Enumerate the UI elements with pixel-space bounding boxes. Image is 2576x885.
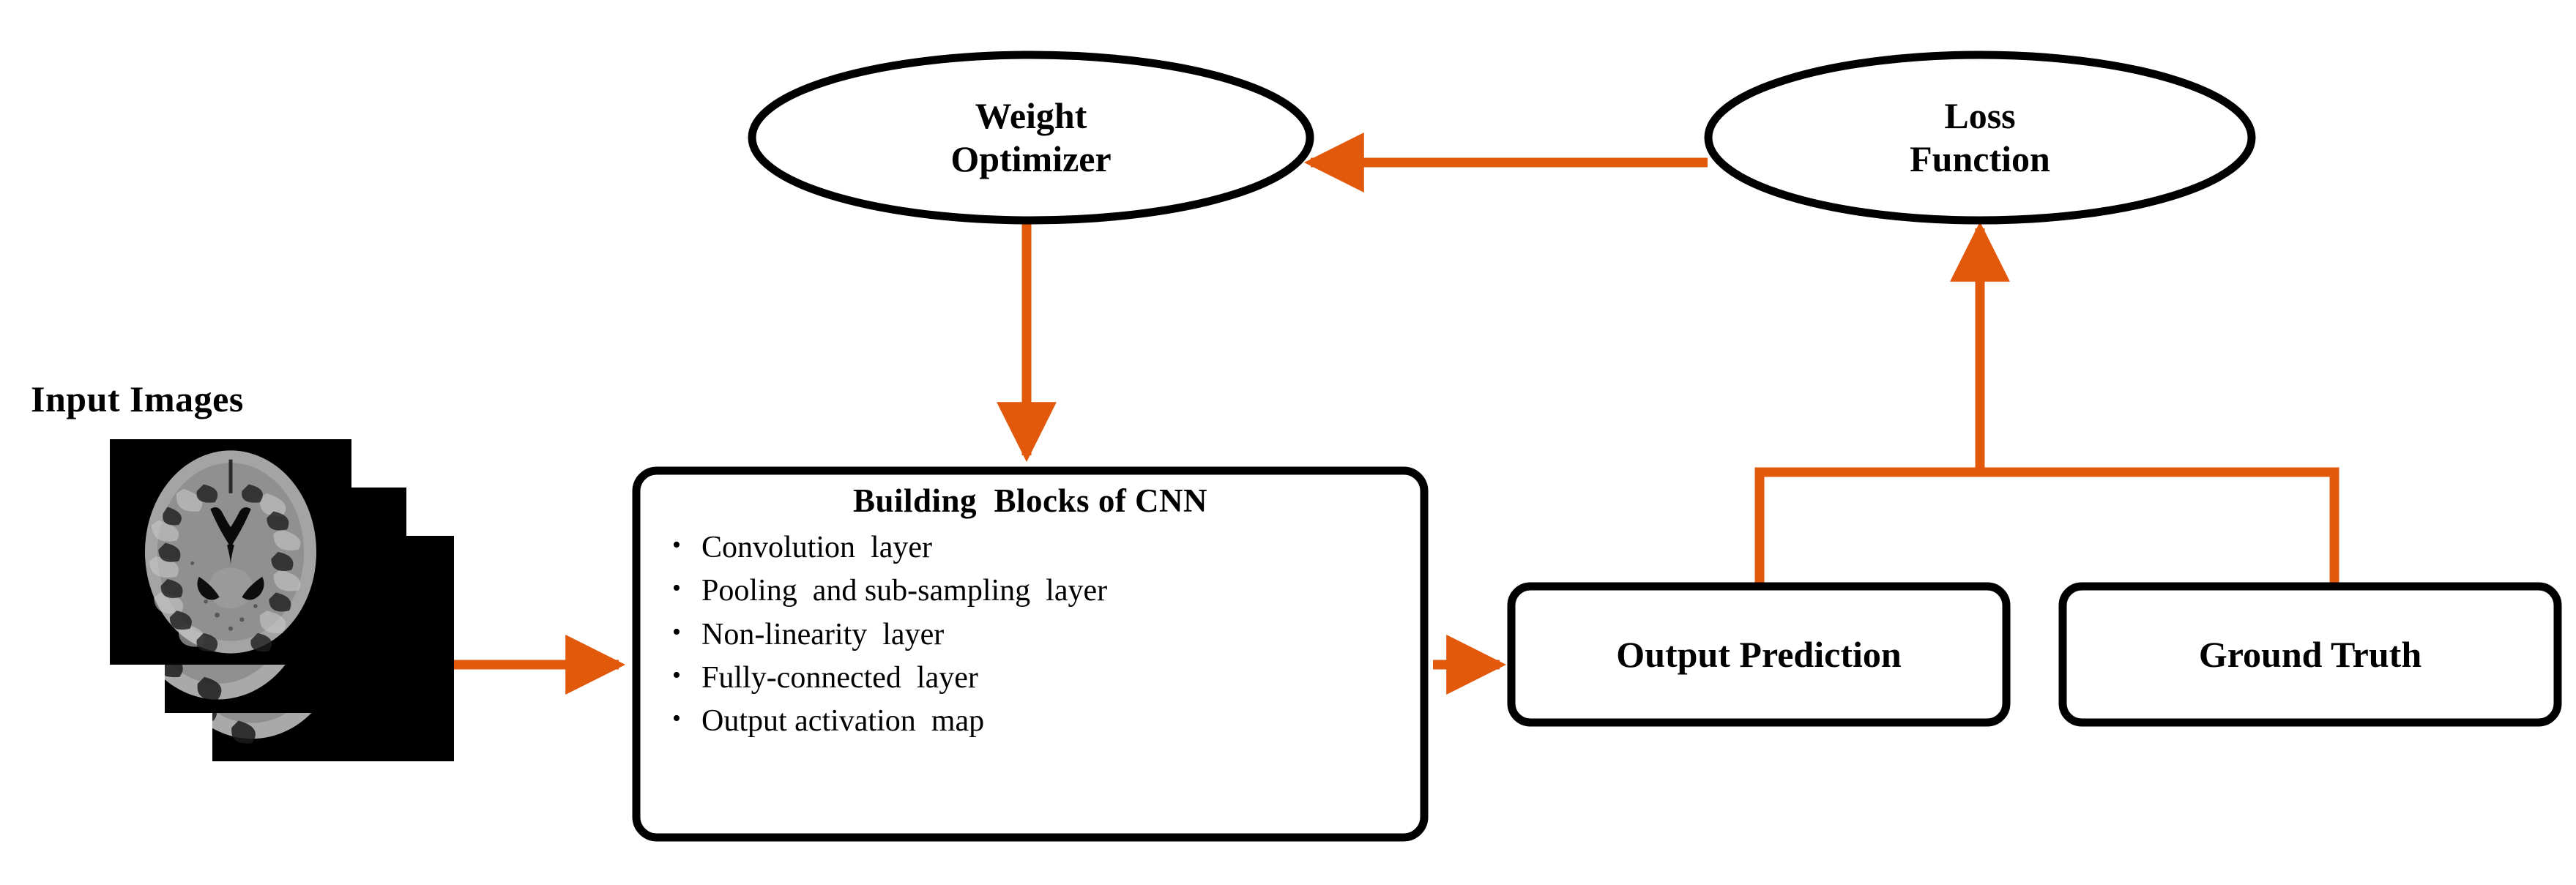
brain-mri-slice-stack: [110, 439, 454, 761]
brain-slice-1: [110, 439, 351, 665]
cnn-bullet-item: Convolution layer: [672, 530, 1410, 564]
loss-function-node[interactable]: Loss Function: [1703, 50, 2257, 225]
edge-output-to-junction: [1754, 467, 2339, 586]
weight-optimizer-node[interactable]: Weight Optimizer: [747, 50, 1315, 225]
cnn-bullet-list: Convolution layer Pooling and sub-sampli…: [650, 530, 1410, 739]
cnn-bullet-item: Fully-connected layer: [672, 660, 1410, 695]
ground-truth-box[interactable]: Ground Truth: [2058, 581, 2563, 728]
cnn-bullet-item: Output activation map: [672, 703, 1410, 738]
cnn-box-title: Building Blocks of CNN: [852, 482, 1208, 519]
input-images-label: Input Images: [31, 378, 244, 419]
cnn-bullet-item: Non-linearity layer: [672, 617, 1410, 651]
cnn-building-blocks-box[interactable]: Building Blocks of CNN Convolution layer…: [631, 466, 1429, 843]
cnn-bullet-item: Pooling and sub-sampling layer: [672, 573, 1410, 608]
output-prediction-box[interactable]: Output Prediction: [1506, 581, 2011, 728]
